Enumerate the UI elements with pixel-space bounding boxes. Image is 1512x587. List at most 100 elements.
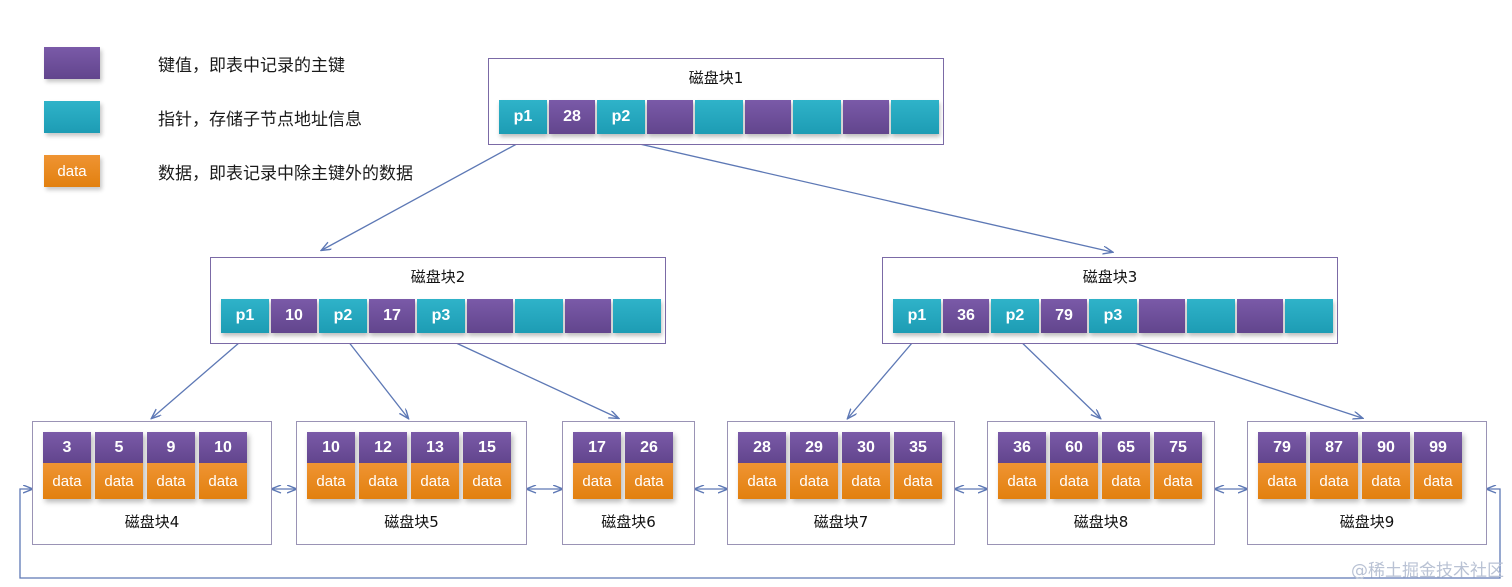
leaf-entry-key: 5 (95, 432, 143, 463)
leaf-entry-key: 3 (43, 432, 91, 463)
cell-pointer[interactable] (695, 100, 743, 134)
leaf-entry-key: 36 (998, 432, 1046, 463)
cell-pointer[interactable] (613, 299, 661, 333)
leaf-entry[interactable]: 65 data (1102, 432, 1150, 499)
cell-key[interactable]: 28 (549, 100, 595, 134)
leaf-entry[interactable]: 9 data (147, 432, 195, 499)
cell-key[interactable]: 10 (271, 299, 317, 333)
cell-key[interactable]: 36 (943, 299, 989, 333)
cell-pointer[interactable]: p1 (499, 100, 547, 134)
cell-key[interactable] (745, 100, 791, 134)
cell-key[interactable]: 79 (1041, 299, 1087, 333)
key-swatch-icon (44, 47, 100, 79)
data-swatch-icon: data (44, 155, 100, 187)
leaf-entry-data: data (1154, 463, 1202, 499)
leaf-entry-key: 29 (790, 432, 838, 463)
cell-pointer[interactable] (515, 299, 563, 333)
leaf-entry-data: data (411, 463, 459, 499)
index-block-3-title: 磁盘块3 (1082, 268, 1138, 286)
leaf-entry-key: 28 (738, 432, 786, 463)
leaf-entry-data: data (1258, 463, 1306, 499)
index-block-2-cells: p1 10 p2 17 p3 (221, 299, 665, 333)
leaf-entry[interactable]: 60 data (1050, 432, 1098, 499)
leaf-entry[interactable]: 87 data (1310, 432, 1358, 499)
leaf-entry-key: 35 (894, 432, 942, 463)
leaf-entry[interactable]: 79 data (1258, 432, 1306, 499)
legend-item-data: data 数据，即表记录中除主键外的数据 (44, 144, 413, 198)
pointer-swatch-icon (44, 101, 100, 133)
leaf-entry-key: 79 (1258, 432, 1306, 463)
cell-key[interactable]: 17 (369, 299, 415, 333)
leaf-block-6-title: 磁盘块6 (601, 513, 656, 531)
leaf-block-4-title: 磁盘块4 (124, 513, 180, 531)
leaf-entry[interactable]: 30 data (842, 432, 890, 499)
leaf-entry-data: data (307, 463, 355, 499)
leaf-block-9-entries: 79 data 87 data 90 data 99 data (1258, 432, 1462, 499)
cell-key[interactable] (565, 299, 611, 333)
leaf-entry[interactable]: 13 data (411, 432, 459, 499)
cell-pointer[interactable] (891, 100, 939, 134)
leaf-entry-key: 17 (573, 432, 621, 463)
cell-pointer[interactable] (1187, 299, 1235, 333)
leaf-block-5: 10 data 12 data 13 data 15 data 磁盘块5 (296, 421, 527, 545)
leaf-entry-data: data (998, 463, 1046, 499)
leaf-block-9-title: 磁盘块9 (1339, 513, 1395, 531)
cell-pointer[interactable]: p3 (417, 299, 465, 333)
leaf-block-6: 17 data 26 data 磁盘块6 (562, 421, 695, 545)
legend-label-key: 键值，即表中记录的主键 (158, 55, 345, 76)
index-block-1: 磁盘块1 p1 28 p2 (488, 58, 944, 145)
index-block-1-title: 磁盘块1 (688, 69, 744, 87)
leaf-entry-data: data (359, 463, 407, 499)
cell-pointer[interactable]: p2 (991, 299, 1039, 333)
leaf-block-8-entries: 36 data 60 data 65 data 75 data (998, 432, 1202, 499)
leaf-entry[interactable]: 15 data (463, 432, 511, 499)
leaf-entry[interactable]: 5 data (95, 432, 143, 499)
cell-key[interactable] (843, 100, 889, 134)
leaf-entry-data: data (463, 463, 511, 499)
leaf-entry[interactable]: 90 data (1362, 432, 1410, 499)
leaf-entry[interactable]: 36 data (998, 432, 1046, 499)
legend-label-pointer: 指针，存储子节点地址信息 (158, 109, 362, 130)
leaf-block-7-title: 磁盘块7 (813, 513, 869, 531)
leaf-entry-key: 30 (842, 432, 890, 463)
leaf-entry-key: 87 (1310, 432, 1358, 463)
cell-pointer[interactable]: p2 (319, 299, 367, 333)
cell-pointer[interactable]: p3 (1089, 299, 1137, 333)
leaf-block-5-entries: 10 data 12 data 13 data 15 data (307, 432, 511, 499)
cell-pointer[interactable]: p2 (597, 100, 645, 134)
cell-pointer[interactable] (793, 100, 841, 134)
cell-pointer[interactable] (1285, 299, 1333, 333)
index-block-2-title: 磁盘块2 (410, 268, 466, 286)
index-block-3-cells: p1 36 p2 79 p3 (893, 299, 1337, 333)
leaf-entry-key: 65 (1102, 432, 1150, 463)
leaf-entry[interactable]: 17 data (573, 432, 621, 499)
cell-key[interactable] (467, 299, 513, 333)
cell-key[interactable] (647, 100, 693, 134)
leaf-entry[interactable]: 29 data (790, 432, 838, 499)
leaf-entry-data: data (147, 463, 195, 499)
index-block-3: 磁盘块3 p1 36 p2 79 p3 (882, 257, 1338, 344)
leaf-entry[interactable]: 28 data (738, 432, 786, 499)
leaf-entry-key: 75 (1154, 432, 1202, 463)
cell-key[interactable] (1237, 299, 1283, 333)
leaf-entry-data: data (43, 463, 91, 499)
leaf-entry[interactable]: 12 data (359, 432, 407, 499)
leaf-block-8: 36 data 60 data 65 data 75 data 磁盘块8 (987, 421, 1215, 545)
cell-pointer[interactable]: p1 (893, 299, 941, 333)
leaf-entry[interactable]: 75 data (1154, 432, 1202, 499)
leaf-entry[interactable]: 99 data (1414, 432, 1462, 499)
leaf-entry[interactable]: 10 data (199, 432, 247, 499)
leaf-entry[interactable]: 10 data (307, 432, 355, 499)
leaf-entry[interactable]: 35 data (894, 432, 942, 499)
leaf-block-7-entries: 28 data 29 data 30 data 35 data (738, 432, 942, 499)
cell-key[interactable] (1139, 299, 1185, 333)
leaf-entry-key: 9 (147, 432, 195, 463)
index-block-2: 磁盘块2 p1 10 p2 17 p3 (210, 257, 666, 344)
leaf-entry-data: data (1362, 463, 1410, 499)
cell-pointer[interactable]: p1 (221, 299, 269, 333)
leaf-entry-key: 10 (199, 432, 247, 463)
leaf-entry[interactable]: 26 data (625, 432, 673, 499)
index-block-1-cells: p1 28 p2 (499, 100, 943, 134)
leaf-entry[interactable]: 3 data (43, 432, 91, 499)
